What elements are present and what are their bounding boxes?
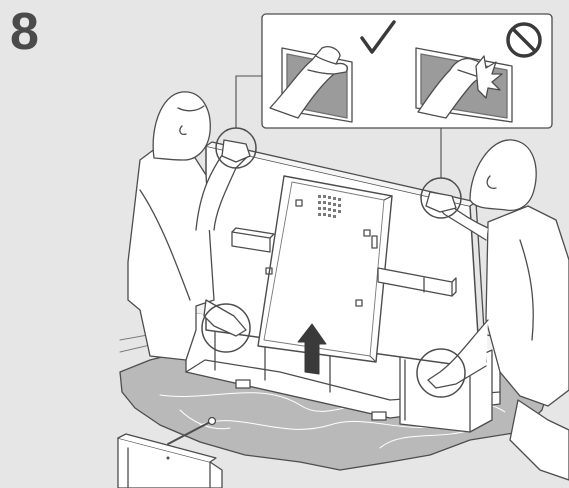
callout-panel [262, 14, 552, 128]
correct-grip-example [270, 47, 352, 122]
